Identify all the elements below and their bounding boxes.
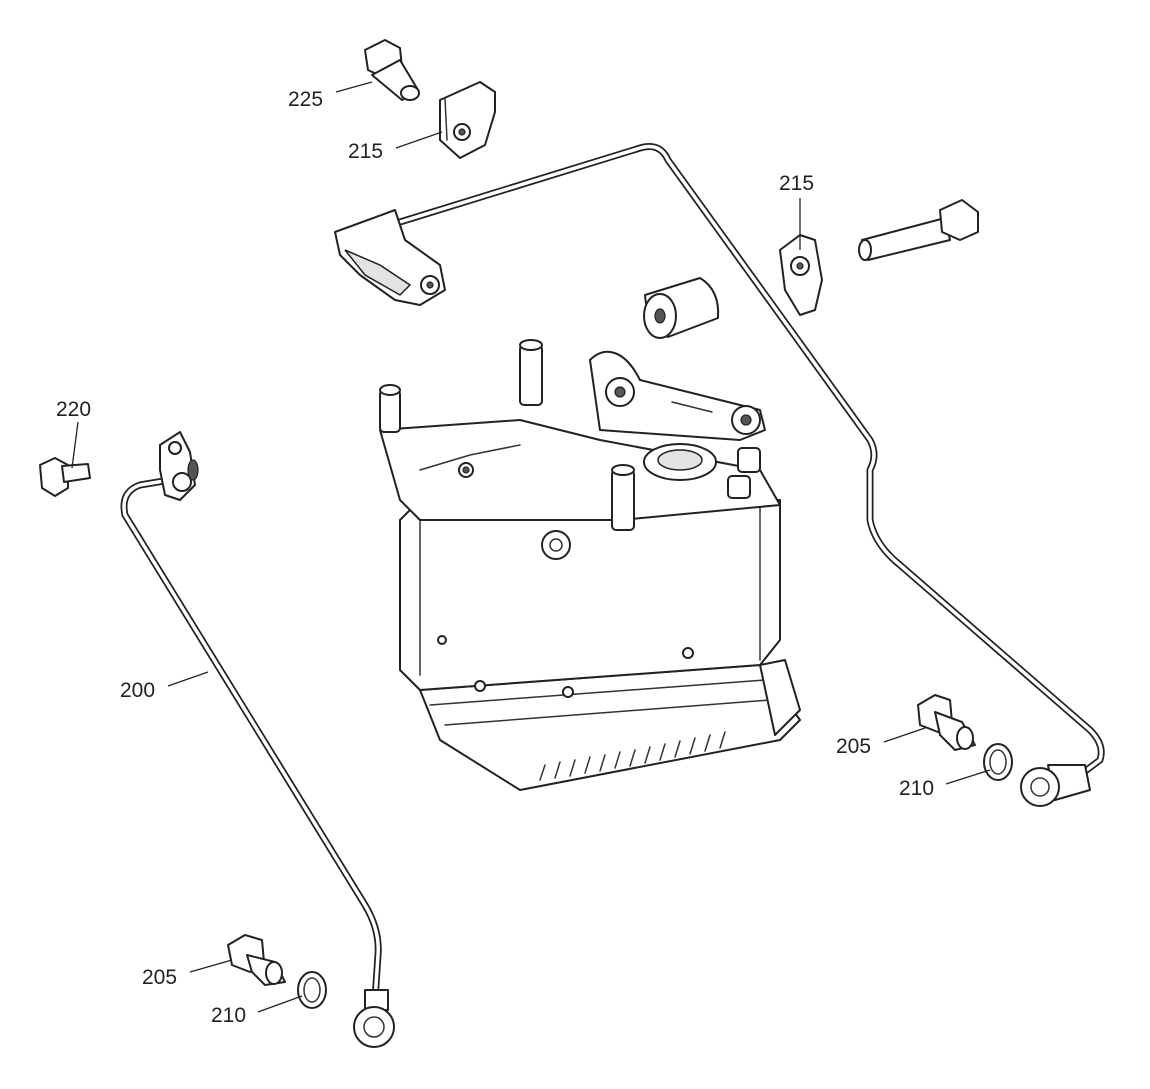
callout-220: 220 [56, 398, 91, 421]
sealing-ring-right-icon [983, 743, 1013, 781]
callout-215-right: 215 [779, 172, 814, 195]
callout-200: 200 [120, 679, 155, 702]
screw-225-icon [364, 39, 420, 101]
callout-215-top: 215 [348, 140, 383, 163]
callout-210-right: 210 [899, 777, 934, 800]
banjo-bolt-right-icon [917, 694, 976, 751]
screw-right-icon [858, 199, 979, 261]
oil-pipe-left-icon [120, 431, 395, 1048]
pump-housing-icon [379, 339, 801, 791]
leader-lines [71, 81, 991, 1013]
callout-205-left: 205 [142, 966, 177, 989]
callout-210-left: 210 [211, 1004, 246, 1027]
callout-225: 225 [288, 88, 323, 111]
banjo-bolt-left-icon [227, 934, 286, 986]
pipe-clamp-top-icon [439, 81, 496, 159]
spacer-sleeve-icon [643, 277, 720, 339]
pipe-clamp-right-icon [779, 234, 823, 316]
callout-205-right: 205 [836, 735, 871, 758]
callout-labels: 225 215 215 220 200 205 210 205 210 [56, 88, 934, 1027]
oil-pipe-right-icon [334, 143, 1105, 807]
screw-220-icon [39, 457, 91, 497]
sealing-ring-left-icon [297, 971, 327, 1009]
